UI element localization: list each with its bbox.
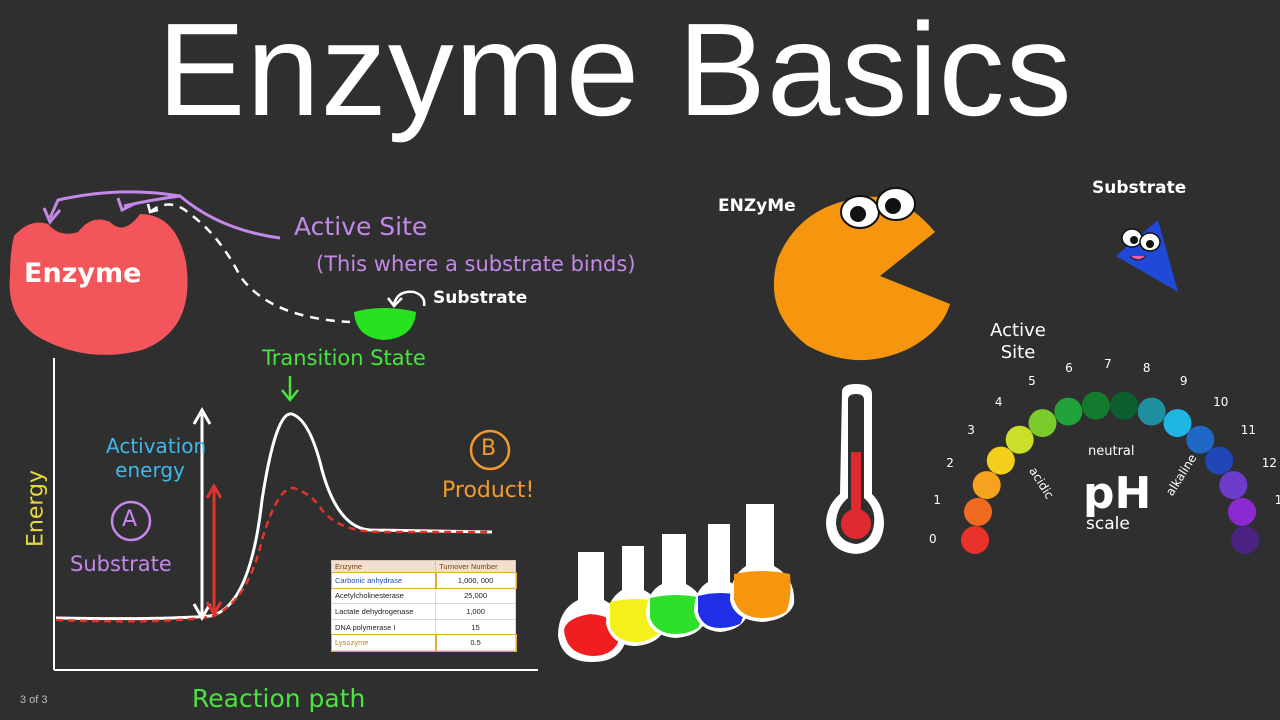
turnover-table: Enzyme Turnover Number Carbonic anhydras…	[330, 560, 517, 652]
marker-b: B	[481, 436, 497, 461]
pacman-enzyme-label: ENZyMe	[718, 196, 796, 216]
substrate-label: Substrate	[433, 288, 528, 308]
energy-curve	[55, 412, 493, 621]
table-header-enzyme: Enzyme	[330, 560, 437, 573]
ph-number: 10	[1213, 395, 1229, 410]
active-site-label: Active Site	[294, 212, 428, 241]
ph-circle	[1228, 497, 1256, 526]
catalyzed-curve	[55, 486, 492, 623]
table-cell-enzyme: DNA polymerase I	[330, 618, 437, 636]
ph-circle	[964, 497, 992, 526]
ph-number: 13	[1274, 493, 1280, 508]
marker-a-circle	[110, 500, 152, 542]
ph-number: 4	[994, 395, 1003, 410]
table-row: Lactate dehydrogenase 1,000	[330, 603, 516, 620]
ph-circle	[1231, 526, 1259, 554]
ph-number: 3	[967, 422, 975, 437]
y-axis-label: Energy	[23, 469, 49, 548]
substrate-triangle	[1116, 220, 1178, 292]
activation-energy-label: Activation energy	[106, 434, 207, 482]
ph-circle	[1163, 409, 1192, 438]
ph-circle	[1205, 446, 1234, 475]
table-row: Acetylcholinesterase 25,000	[330, 587, 516, 605]
table-cell-turnover: 25,000	[435, 587, 516, 605]
substrate-path	[149, 203, 351, 324]
ph-title: pH	[1083, 468, 1152, 519]
ph-circle	[1028, 409, 1057, 438]
ph-number: 7	[1104, 357, 1112, 371]
ph-circle	[1081, 391, 1110, 420]
ph-number: 6	[1065, 361, 1073, 376]
ph-number: 9	[1179, 374, 1188, 389]
table-row: DNA polymerase I 15	[330, 618, 516, 636]
table-header-turnover: Turnover Number	[435, 560, 516, 573]
table-row: Lysozyme 0.5	[330, 633, 517, 652]
ph-circle	[961, 526, 989, 554]
table-cell-enzyme: Acetylcholinesterase	[330, 587, 437, 605]
substrate-shape	[354, 308, 416, 340]
ph-circle	[972, 471, 1001, 500]
table-cell-turnover: 0.5	[434, 633, 517, 652]
pacman-active-site-label: Active Site	[990, 320, 1046, 363]
ph-circle	[1110, 391, 1139, 420]
ph-number: 11	[1240, 422, 1257, 437]
table-header-row: Enzyme Turnover Number	[330, 560, 516, 573]
ph-number: 12	[1261, 456, 1277, 471]
substrate-a-label: Substrate	[70, 552, 172, 576]
flask-green	[646, 534, 707, 638]
x-axis-label: Reaction path	[192, 684, 366, 713]
ph-circles	[961, 391, 1259, 554]
slide-number: 3 of 3	[20, 694, 48, 706]
table-cell-enzyme: Lysozyme	[330, 633, 437, 652]
ph-number: 8	[1142, 361, 1151, 376]
table-cell-enzyme: Lactate dehydrogenase	[330, 603, 437, 620]
enzyme-label: Enzyme	[24, 258, 142, 289]
table-cell-turnover: 15	[435, 618, 516, 636]
table-cell-turnover: 1,000	[435, 603, 516, 620]
ph-neutral-label: neutral	[1088, 444, 1135, 459]
ph-circle	[986, 446, 1015, 475]
ph-circle	[1005, 425, 1034, 454]
transition-state-label: Transition State	[262, 346, 426, 370]
ph-number: 0	[929, 532, 937, 546]
marker-a: A	[122, 507, 138, 532]
product-label: Product!	[442, 478, 535, 503]
pacman-enzyme	[773, 196, 950, 361]
ph-circle	[1219, 471, 1248, 500]
active-site-note: (This where a substrate binds)	[316, 252, 636, 276]
enzyme-blob	[9, 214, 188, 355]
flask-orange	[730, 504, 795, 622]
slide-title: Enzyme Basics	[157, 0, 1073, 143]
flask-red	[558, 552, 627, 662]
pacman-substrate-label: Substrate	[1092, 178, 1187, 198]
table-row: Carbonic anhydrase 1,000, 000	[330, 571, 517, 590]
ph-circle	[1054, 397, 1083, 426]
ph-number: 5	[1028, 374, 1036, 389]
marker-b-circle	[469, 429, 511, 471]
ph-number: 1	[933, 493, 942, 508]
ph-subtitle: scale	[1086, 514, 1130, 534]
ph-circle	[1137, 397, 1166, 426]
ph-number: 2	[946, 456, 954, 471]
table-cell-enzyme: Carbonic anhydrase	[330, 571, 437, 590]
ph-circle	[1186, 425, 1215, 454]
table-cell-turnover: 1,000, 000	[434, 571, 517, 590]
